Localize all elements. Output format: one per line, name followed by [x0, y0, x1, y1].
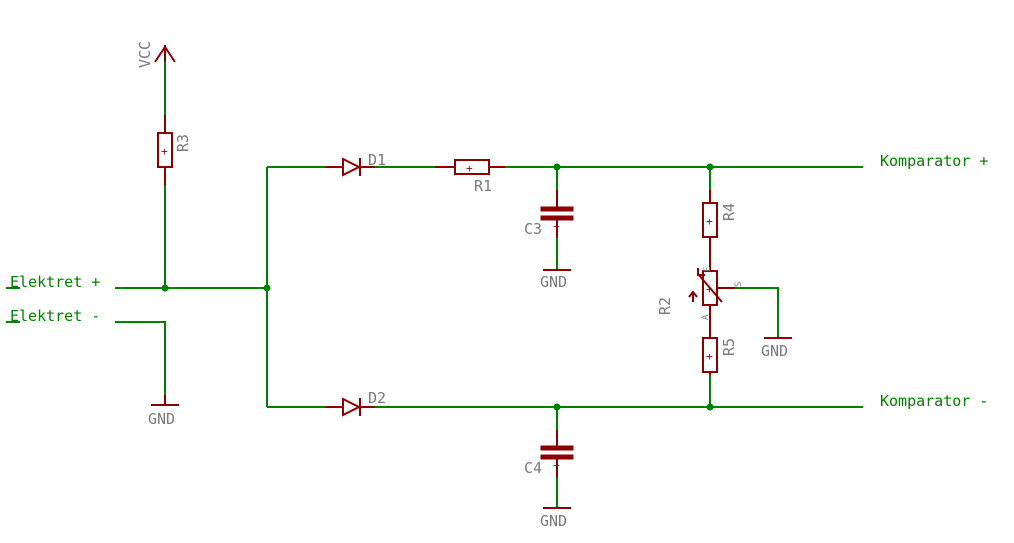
junction-dot [161, 284, 169, 292]
net-label-komparator-minus: Komparator - [880, 392, 988, 410]
junction-dot [706, 403, 714, 411]
d1-triangle-icon [342, 157, 362, 177]
r1-label: R1 [474, 177, 492, 195]
capacitor-c3: + C3 [524, 190, 574, 238]
diode-d1: D1 [325, 151, 386, 177]
potentiometer-r2: + E A S R2 [656, 258, 744, 322]
gnd-symbol: GND [540, 269, 571, 291]
vcc-arrow-icon [154, 45, 176, 63]
r1-plus-mark: + [466, 162, 473, 175]
r2-adjust-tip-icon [697, 268, 705, 276]
r5-plus-mark: + [706, 350, 713, 363]
c3-label: C3 [524, 220, 542, 238]
d1-label: D1 [368, 151, 386, 169]
gnd-label: GND [148, 410, 175, 428]
net-labels: Elektret + Elektret - Komparator + Kompa… [6, 152, 988, 410]
c3-plate [540, 206, 574, 212]
gnd-label: GND [761, 342, 788, 360]
resistor-r1: + R1 [435, 159, 505, 195]
r5-label: R5 [720, 338, 738, 356]
capacitor-c4: + C4 [524, 430, 574, 478]
r2-adjust-line [697, 273, 723, 303]
c3-plus-mark: + [553, 220, 560, 233]
r3-plus-mark: + [161, 145, 168, 158]
r2-plus-mark: + [706, 283, 713, 296]
c4-plus-mark: + [553, 459, 560, 472]
r2-pin-e: E [703, 267, 713, 272]
d2-triangle-icon [342, 397, 362, 417]
gnd-symbol: GND [148, 395, 179, 428]
junction-dot [553, 163, 561, 171]
gnd-label: GND [540, 512, 567, 530]
wire-wiper-gnd [735, 287, 779, 338]
junction-dot [263, 284, 271, 292]
r4-plus-mark: + [706, 215, 713, 228]
diode-d2: D2 [325, 389, 386, 417]
resistor-r4: + R4 [702, 190, 738, 258]
r2-label: R2 [656, 297, 674, 315]
r1-body [454, 159, 490, 175]
net-label-elektret-plus: Elektret + [10, 273, 100, 291]
junction-dot [553, 403, 561, 411]
d2-label: D2 [368, 389, 386, 407]
r4-label: R4 [720, 203, 738, 221]
r2-pin-s: S [734, 282, 744, 287]
r2-direction-arrowhead-icon [688, 290, 698, 298]
resistor-r5: + R5 [702, 322, 738, 375]
gnd-symbol: GND [761, 337, 792, 360]
wires [115, 62, 863, 508]
c4-plate [540, 445, 574, 451]
vcc-symbol: VCC [136, 41, 176, 68]
vcc-label: VCC [136, 41, 154, 68]
r2-pin-a: A [701, 314, 711, 320]
gnd-symbol: GND [540, 507, 571, 530]
net-label-elektret-minus: Elektret - [10, 307, 100, 325]
r3-label: R3 [174, 134, 192, 152]
net-label-komparator-plus: Komparator + [880, 152, 988, 170]
gnd-label: GND [540, 273, 567, 291]
junction-dot [706, 163, 714, 171]
junctions [161, 163, 714, 411]
resistor-r3: + R3 [157, 115, 192, 185]
c4-label: C4 [524, 459, 542, 477]
wire-elektret-minus [115, 321, 166, 405]
r3-body [157, 132, 173, 168]
